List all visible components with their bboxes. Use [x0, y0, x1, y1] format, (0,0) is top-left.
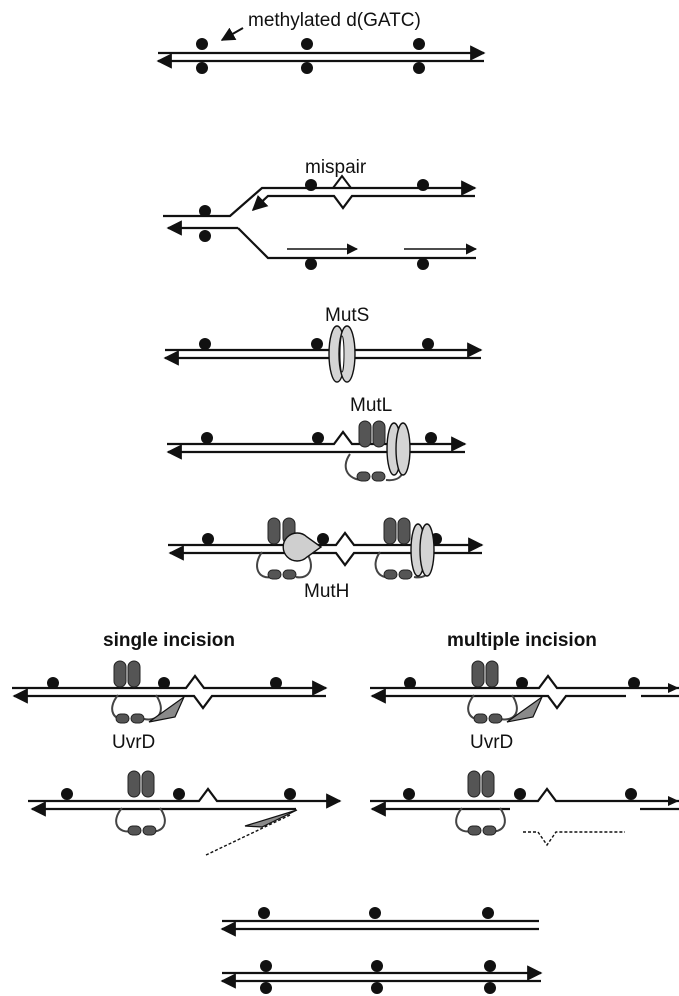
single-incision-duplex	[12, 674, 328, 710]
mispair-label: mispair	[305, 157, 367, 178]
uvrd-wedge-icon	[244, 809, 298, 828]
methyl-dot-icon	[312, 432, 324, 444]
methyl-dots-single-2	[61, 788, 296, 800]
methyl-dot-icon	[425, 432, 437, 444]
methyl-dots-muts	[199, 338, 434, 350]
multiple-excision-duplex	[370, 787, 679, 817]
methyl-dot-icon	[371, 960, 383, 972]
methyl-dot-icon	[199, 230, 211, 242]
fully-methylated-duplex	[220, 965, 543, 989]
methyl-dot-icon	[484, 982, 496, 994]
methyl-dot-icon	[417, 179, 429, 191]
mutl-label: MutL	[350, 395, 392, 416]
muth-duplex	[168, 531, 484, 567]
muts-duplex	[163, 342, 483, 366]
methyl-dots-fork	[199, 179, 429, 270]
methyl-dot-icon	[482, 907, 494, 919]
methyl-dot-icon	[301, 62, 313, 74]
excised-strand	[205, 814, 291, 856]
arrow-head-icon	[668, 796, 679, 806]
methyl-dot-icon	[47, 677, 59, 689]
muts-clamp-icon	[328, 325, 356, 383]
methylated-duplex	[156, 45, 486, 69]
methyl-dot-icon	[305, 258, 317, 270]
methyl-dots-mutl	[201, 432, 437, 444]
methyl-dot-icon	[258, 907, 270, 919]
arrow-head-icon	[668, 683, 679, 693]
methyl-dot-icon	[201, 432, 213, 444]
methyl-dot-icon	[305, 179, 317, 191]
methyl-dot-icon	[417, 258, 429, 270]
methyl-dot-icon	[625, 788, 637, 800]
methyl-dot-icon	[404, 677, 416, 689]
muts-label: MutS	[325, 305, 369, 326]
methyl-dot-icon	[199, 338, 211, 350]
methyl-dot-icon	[284, 788, 296, 800]
methyl-dot-icon	[422, 338, 434, 350]
methyl-dot-icon	[196, 62, 208, 74]
uvrd-label-single: UvrD	[112, 732, 155, 753]
single-excision-duplex	[28, 787, 342, 817]
uvrd-label-multiple: UvrD	[470, 732, 513, 753]
muts-clamp-icon	[386, 422, 411, 476]
mutl-dimer-icon	[467, 660, 518, 724]
methyl-dots-single-1	[47, 677, 282, 689]
methyl-dot-icon	[516, 677, 528, 689]
methyl-dot-icon	[371, 982, 383, 994]
methyl-dots-multiple-1	[404, 677, 640, 689]
methyl-dot-icon	[199, 205, 211, 217]
methyl-dots-resynthesis	[258, 907, 494, 919]
replication-fork	[163, 180, 478, 260]
methyl-dot-icon	[260, 960, 272, 972]
methyl-dot-icon	[158, 677, 170, 689]
uvrd-wedge-icon	[506, 695, 544, 723]
methyl-dot-icon	[403, 788, 415, 800]
methyl-dot-icon	[369, 907, 381, 919]
methyl-dot-icon	[270, 677, 282, 689]
multiple-incision-heading: multiple incision	[447, 630, 597, 651]
methyl-dot-icon	[260, 982, 272, 994]
methyl-dot-icon	[317, 533, 329, 545]
excised-gap	[523, 831, 625, 847]
uvrd-wedge-icon	[148, 695, 186, 723]
resynthesis-duplex	[220, 919, 539, 937]
single-incision-heading: single incision	[103, 630, 235, 651]
methyl-dot-icon	[61, 788, 73, 800]
methyl-dot-icon	[628, 677, 640, 689]
muth-pacman-icon	[282, 532, 323, 562]
methyl-dot-icon	[301, 38, 313, 50]
label-pointer-arrow	[220, 27, 244, 41]
muts-clamp-icon	[410, 523, 435, 577]
mutl-dimer-icon	[115, 770, 166, 836]
multiple-incision-duplex	[370, 674, 679, 710]
methyl-dot-icon	[202, 533, 214, 545]
mispair-kink	[332, 174, 352, 189]
mutl-dimer-icon	[455, 770, 506, 836]
muth-label: MutH	[304, 581, 349, 602]
methyl-dot-icon	[514, 788, 526, 800]
methyl-dots-top-duplex	[196, 38, 425, 74]
mutl-dimer-icon	[111, 660, 162, 724]
methyl-dots-multiple-2	[403, 788, 637, 800]
methyl-dot-icon	[173, 788, 185, 800]
methyl-dot-icon	[413, 62, 425, 74]
methyl-dot-icon	[484, 960, 496, 972]
methyl-dot-icon	[196, 38, 208, 50]
methyl-dot-icon	[413, 38, 425, 50]
methyl-dot-icon	[311, 338, 323, 350]
methyl-dots-final	[260, 960, 496, 994]
methylated-label: methylated d(GATC)	[248, 10, 421, 31]
